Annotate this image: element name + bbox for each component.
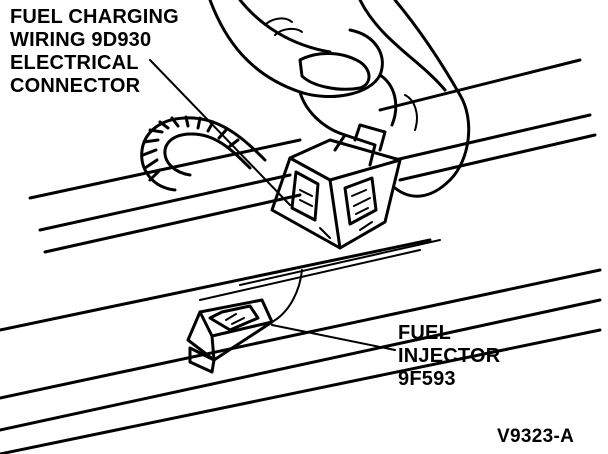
wiring-harness [140, 115, 267, 192]
injector-callout-label: FUEL INJECTOR 9F593 [398, 322, 500, 391]
electrical-connector [270, 123, 402, 250]
injector-leader-line [271, 324, 396, 351]
connector-callout-line: CONNECTOR [10, 75, 141, 97]
injector-callout-line: INJECTOR [398, 345, 501, 367]
injector-callout-line: FUEL [398, 322, 452, 344]
figure-code: V9323-A [497, 426, 575, 447]
connector-callout-label: FUEL CHARGING WIRING 9D930 ELECTRICAL CO… [10, 6, 179, 98]
connector-callout-line: FUEL CHARGING [10, 6, 179, 28]
fuel-rail-outline [0, 58, 602, 454]
injector-callout-line: 9F593 [398, 368, 456, 390]
connector-callout-line: ELECTRICAL [10, 52, 139, 74]
fuel-injector [186, 269, 303, 374]
connector-leader-line [149, 59, 291, 206]
leader-lines [149, 59, 396, 351]
connector-callout-line: WIRING 9D930 [10, 29, 152, 51]
hand [208, 0, 471, 198]
